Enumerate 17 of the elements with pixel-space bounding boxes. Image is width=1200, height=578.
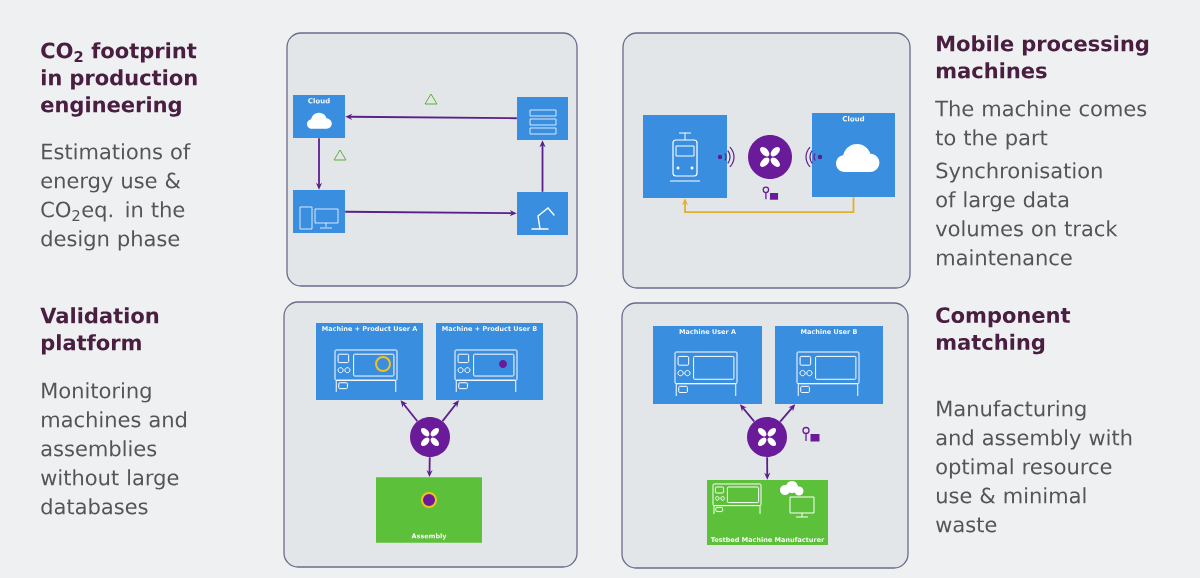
arrow [441,400,459,423]
description: Estimations of energy use & CO$_{2}$eq. in the design phase [41,143,191,251]
heading: Validation platform [40,307,159,355]
description: Monitoring machines and assemblies without large databases [41,382,186,515]
robot-box [517,192,568,235]
heading: Mobile processing machines [936,35,1149,79]
train-box [643,115,727,198]
description: The machine comes to the part [935,100,1147,150]
hub-circle [410,417,450,457]
hub-circle [748,135,792,179]
hub-circle [747,417,787,457]
description: Synchronisation of large data volumes on track maintenance [935,162,1118,266]
arrow [400,400,419,423]
heading: CO$_{2}$ footprint in production engineering [41,42,197,117]
arrow [681,196,855,214]
heading: Component matching [936,307,1071,355]
description: Manufacturing and assembly with optimal resource use & minimal waste [936,400,1132,533]
